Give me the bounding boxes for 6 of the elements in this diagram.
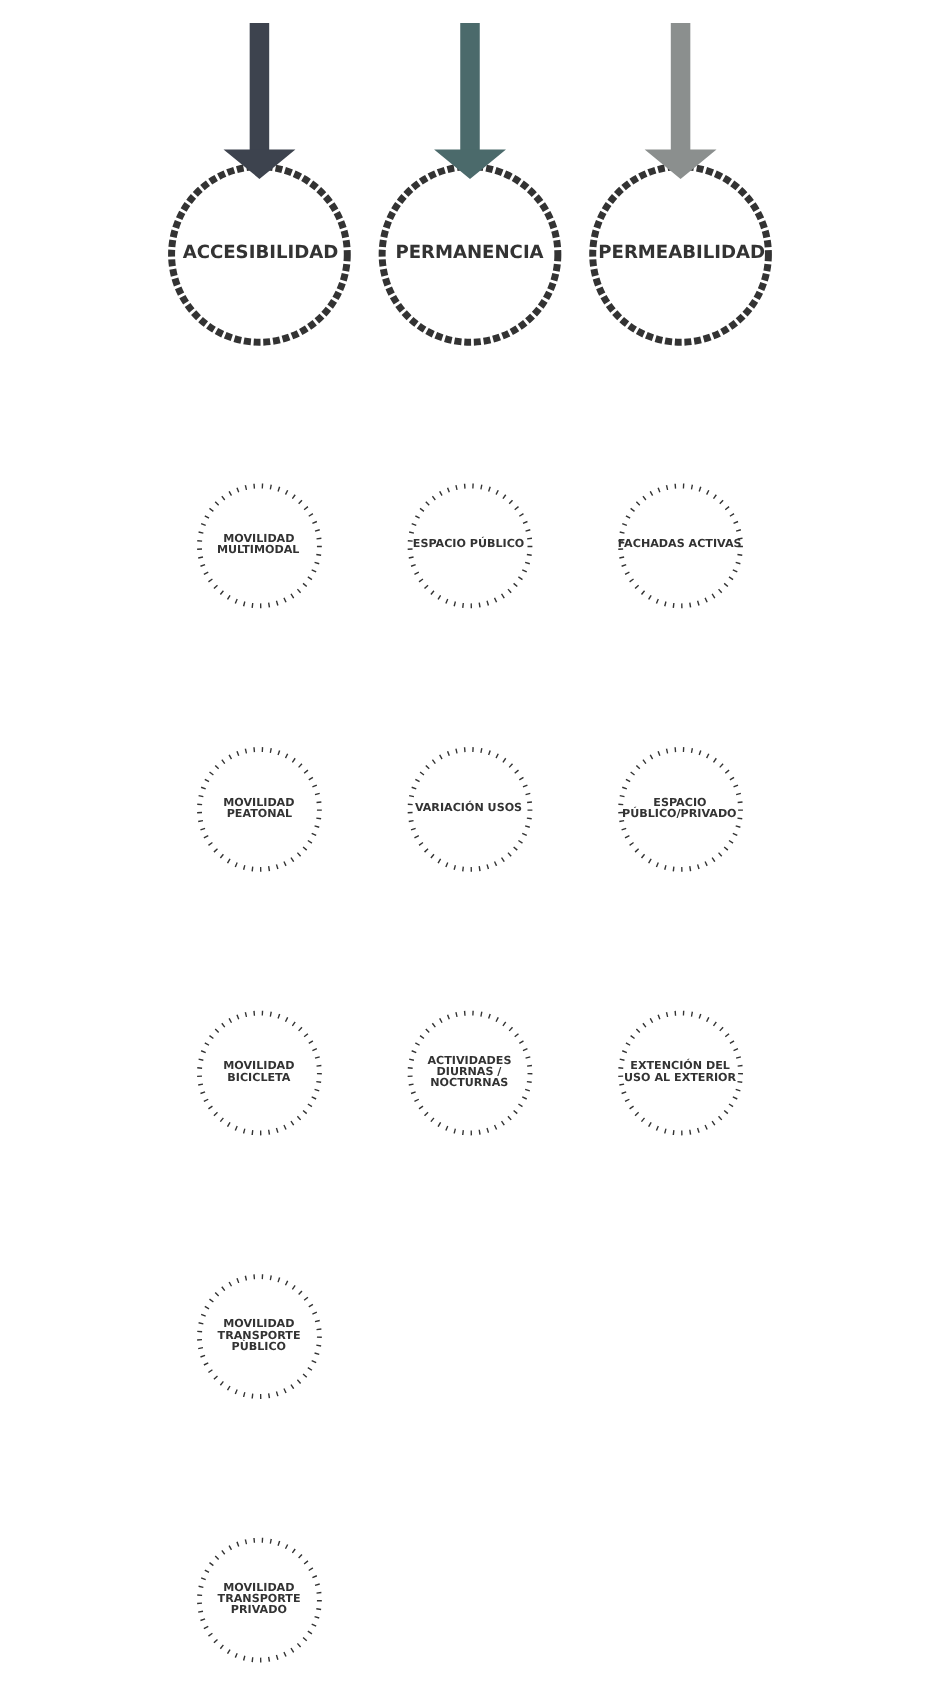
node-circle: PERMANENCIA (377, 163, 561, 346)
arrow (643, 23, 716, 179)
arrow (222, 23, 295, 179)
node-circle: PERMEABILIDAD (588, 163, 771, 346)
arrow (433, 23, 505, 179)
node-circle: ACCESIBILIDAD (167, 163, 350, 346)
